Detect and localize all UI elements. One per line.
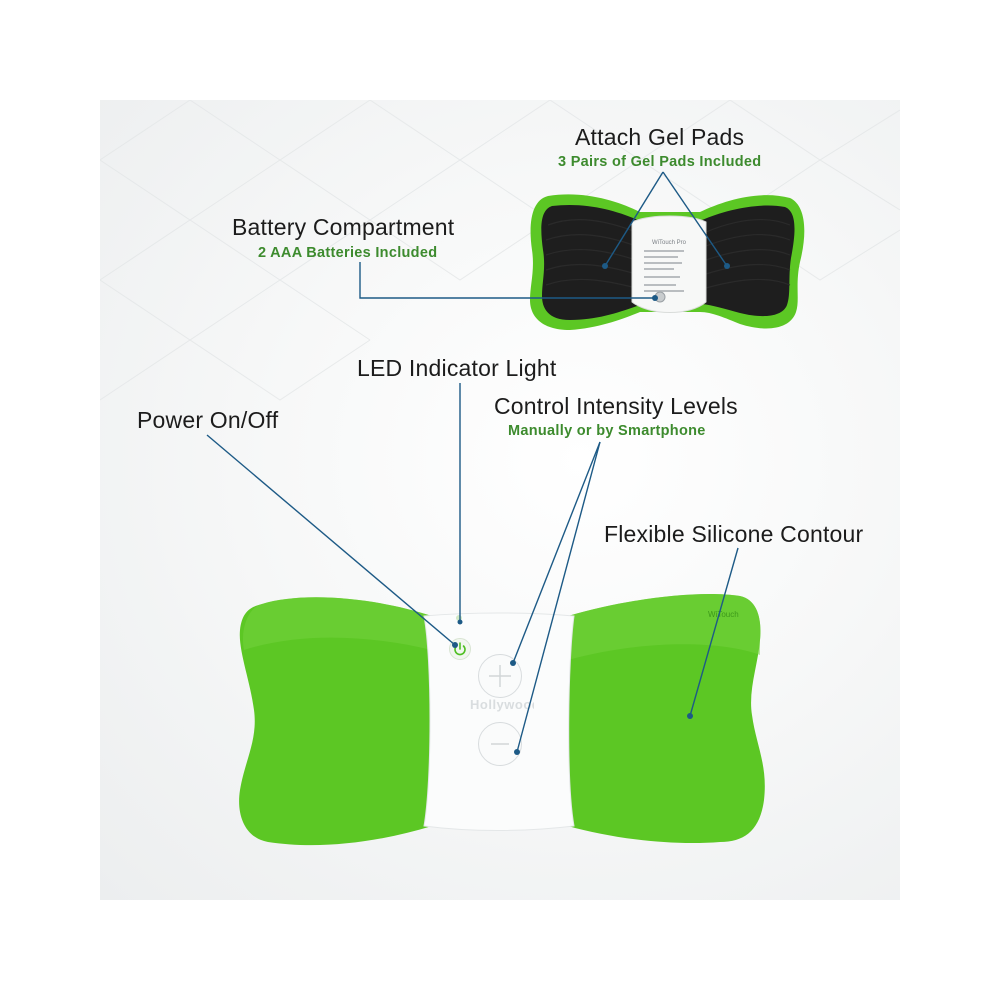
battery-compartment	[631, 215, 707, 313]
intensity-down-button[interactable]	[478, 722, 522, 766]
device-brand-text: Hollywood	[470, 697, 534, 712]
device-front-view	[239, 594, 765, 846]
minus-icon	[491, 743, 509, 745]
power-icon	[454, 642, 466, 656]
center-control-body	[423, 612, 575, 831]
right-gel-pad	[702, 205, 795, 317]
left-silicone-wing	[239, 597, 432, 846]
back-brand-text: WiTouch Pro	[652, 240, 687, 246]
power-title: Power On/Off	[137, 407, 279, 433]
attach-gel-pads-title: Attach Gel Pads	[575, 124, 745, 150]
plus-icon	[489, 665, 511, 687]
led-indicator-title: LED Indicator Light	[357, 355, 557, 381]
left-gel-pad	[541, 204, 640, 320]
battery-compartment-title: Battery Compartment	[232, 214, 455, 240]
battery-compartment-subtitle: 2 AAA Batteries Included	[258, 245, 438, 261]
background-pattern	[100, 100, 900, 401]
corner-brand-text: WiTouch	[708, 610, 739, 619]
contour-title: Flexible Silicone Contour	[604, 521, 864, 547]
intensity-subtitle: Manually or by Smartphone	[508, 423, 706, 439]
device-back-view: WiTouch Pro	[530, 194, 805, 330]
led-indicator-light	[456, 615, 462, 621]
attach-gel-pads-subtitle: 3 Pairs of Gel Pads Included	[558, 154, 762, 170]
right-silicone-wing	[568, 594, 765, 844]
intensity-title: Control Intensity Levels	[494, 393, 738, 419]
